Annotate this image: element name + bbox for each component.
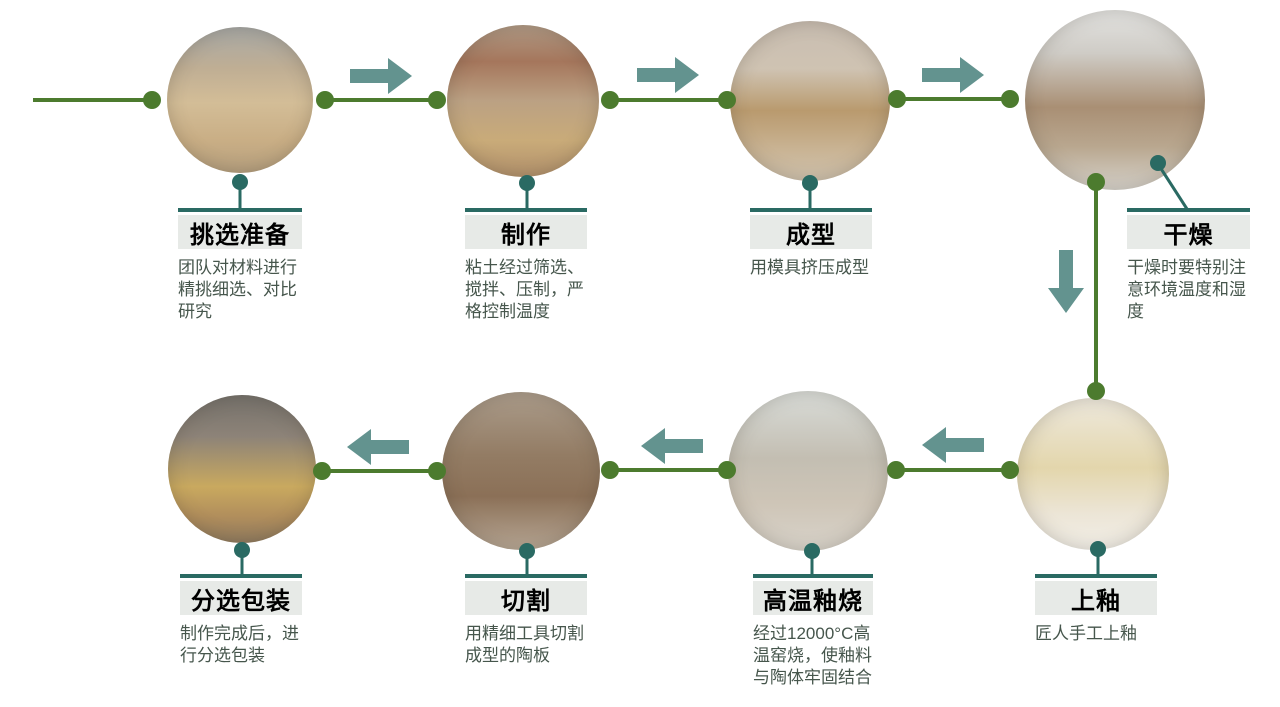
arrow-left-icon [641,428,703,464]
label-bar [178,208,302,212]
label-pin-icon [234,542,250,558]
step-label-cutting: 切割 用精细工具切割成型的陶板 [465,574,587,667]
label-bar [750,208,872,212]
arrow-right-icon [922,57,984,93]
photo-glazing [1017,398,1169,550]
step-description: 制作完成后，进行分选包装 [180,624,299,665]
label-pin-icon [519,175,535,191]
step-title: 挑选准备 [178,215,302,249]
photo-glaze-firing [728,391,888,551]
node-dot-icon [601,91,619,109]
label-bar [465,208,587,212]
node-dot-icon [601,461,619,479]
step-label-forming: 成型 用模具挤压成型 [750,208,872,279]
step-description: 经过12000°C高温窑烧，使釉料与陶体牢固结合 [753,624,872,687]
node-dot-icon [428,91,446,109]
row-transition-connector [1087,173,1105,400]
step-title: 高温釉烧 [753,581,873,615]
node-dot-icon [888,90,906,108]
node-dot-icon [1001,90,1019,108]
step-label-drying: 干燥 干燥时要特别注意环境温度和湿度 [1127,208,1250,323]
label-bar [1035,574,1157,578]
photo-sorting-packing [168,395,316,543]
step-description: 匠人手工上釉 [1035,624,1137,643]
label-bar [753,574,873,578]
photo-cutting [442,392,600,550]
arrow-left-icon [922,427,984,463]
step-description: 团队对材料进行精挑细选、对比研究 [178,258,297,321]
step-title: 制作 [465,215,587,249]
step-label-making: 制作 粘土经过筛选、搅拌、压制，严格控制温度 [465,208,587,323]
label-bar [465,574,587,578]
step-description: 用精细工具切割成型的陶板 [465,624,584,665]
label-pin-icon [232,174,248,190]
step-title: 干燥 [1127,215,1250,249]
node-dot-icon [143,91,161,109]
arrow-right-icon [350,58,412,94]
arrow-down-icon [1048,250,1084,313]
photo-forming [730,21,890,181]
arrow-left-icon [347,429,409,465]
node-dot-icon [316,91,334,109]
step-title: 切割 [465,581,587,615]
node-dot-icon [887,461,905,479]
step-title: 分选包装 [180,581,302,615]
step-label-selection: 挑选准备 团队对材料进行精挑细选、对比研究 [178,208,302,323]
row2-flow-line [313,461,1019,480]
step-label-sorting-packing: 分选包装 制作完成后，进行分选包装 [180,574,302,667]
step-description: 用模具挤压成型 [750,258,869,277]
photo-making [447,25,599,177]
label-bar [180,574,302,578]
step-description: 干燥时要特别注意环境温度和湿度 [1127,258,1246,321]
photo-drying [1025,10,1205,190]
step-title: 上釉 [1035,581,1157,615]
photo-material-selection [167,27,313,173]
step-label-glaze-firing: 高温釉烧 经过12000°C高温窑烧，使釉料与陶体牢固结合 [753,574,873,689]
step-label-glazing: 上釉 匠人手工上釉 [1035,574,1157,645]
step-description: 粘土经过筛选、搅拌、压制，严格控制温度 [465,258,584,321]
label-bar [1127,208,1250,212]
step-title: 成型 [750,215,872,249]
arrow-right-icon [637,57,699,93]
